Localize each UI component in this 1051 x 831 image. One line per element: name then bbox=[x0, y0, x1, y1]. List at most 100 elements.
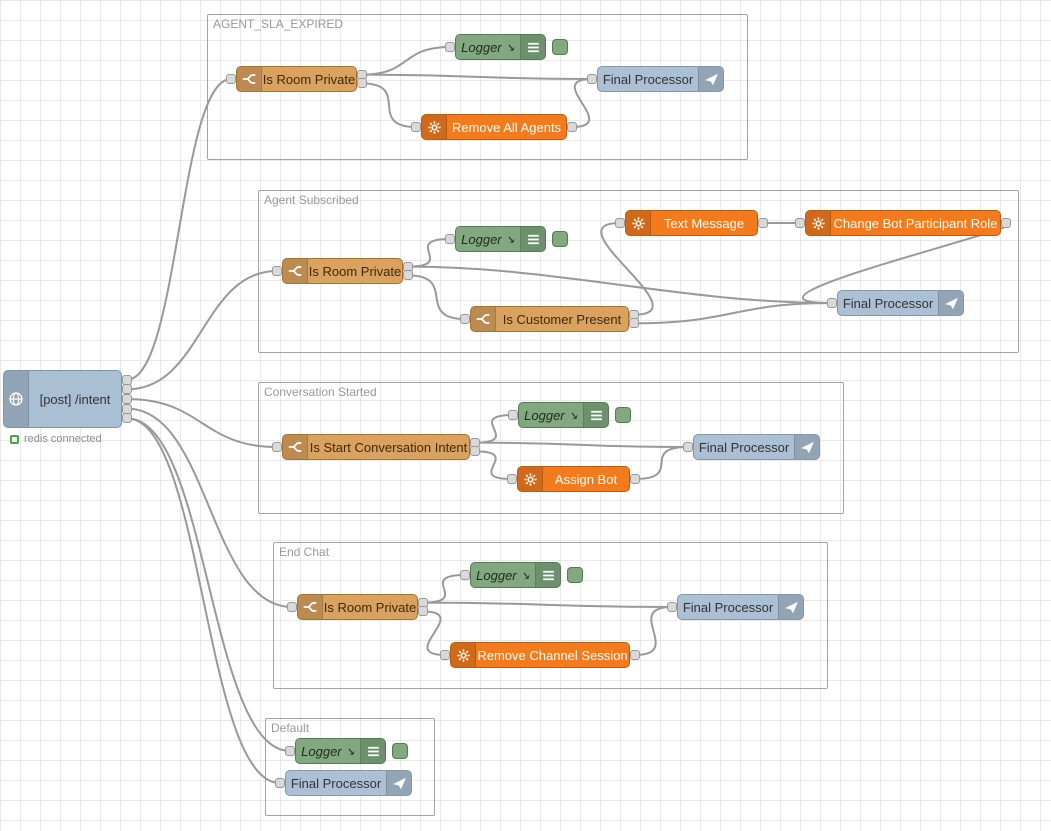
input-port[interactable] bbox=[287, 602, 297, 612]
input-port[interactable] bbox=[615, 218, 625, 228]
wire[interactable] bbox=[361, 73, 593, 80]
group-box-g4[interactable]: End Chat bbox=[273, 542, 828, 689]
wire[interactable] bbox=[600, 222, 654, 316]
debug-toggle-button[interactable] bbox=[615, 407, 631, 423]
output-port[interactable] bbox=[122, 374, 132, 385]
output-port[interactable] bbox=[630, 474, 640, 484]
group-box-g1[interactable]: AGENT_SLA_EXPIRED bbox=[207, 14, 748, 160]
wire[interactable] bbox=[361, 46, 451, 76]
fork-icon bbox=[283, 435, 308, 459]
group-box-g5[interactable]: Default bbox=[265, 718, 435, 816]
flow-node-g2-text[interactable]: Text Message bbox=[625, 210, 758, 236]
flow-node-g1-logger[interactable]: Logger↘ bbox=[455, 34, 546, 60]
input-port[interactable] bbox=[460, 314, 470, 324]
flow-node-g2-cust[interactable]: Is Customer Present bbox=[470, 306, 629, 332]
wire[interactable] bbox=[407, 265, 833, 304]
flow-node-g4-switch[interactable]: Is Room Private bbox=[297, 594, 418, 620]
wire[interactable] bbox=[634, 606, 673, 656]
debug-toggle-button[interactable] bbox=[552, 231, 568, 247]
wire[interactable] bbox=[634, 446, 689, 480]
debug-toggle-button[interactable] bbox=[552, 39, 568, 55]
group-box-g3[interactable]: Conversation Started bbox=[258, 382, 844, 514]
input-port[interactable] bbox=[411, 122, 421, 132]
flow-node-http-in[interactable]: [post] /intent bbox=[3, 370, 122, 428]
wire[interactable] bbox=[126, 78, 232, 381]
flow-node-g1-switch[interactable]: Is Room Private bbox=[236, 66, 357, 92]
flow-node-g3-func[interactable]: Assign Bot bbox=[517, 466, 630, 492]
status-text: redis connected bbox=[24, 433, 102, 445]
input-port[interactable] bbox=[683, 442, 693, 452]
output-port[interactable] bbox=[122, 394, 132, 404]
input-port[interactable] bbox=[445, 42, 455, 52]
input-port[interactable] bbox=[440, 650, 450, 660]
flow-node-g2-switch[interactable]: Is Room Private bbox=[282, 258, 403, 284]
wire[interactable] bbox=[571, 78, 593, 128]
flow-node-g2-final[interactable]: Final Processor bbox=[837, 290, 964, 316]
output-port[interactable] bbox=[403, 270, 413, 281]
wire[interactable] bbox=[126, 407, 293, 608]
wire[interactable] bbox=[422, 610, 446, 656]
wire[interactable] bbox=[361, 82, 417, 128]
output-port[interactable] bbox=[122, 384, 132, 395]
flow-node-g3-final[interactable]: Final Processor bbox=[693, 434, 820, 460]
node-label: Logger bbox=[301, 743, 342, 759]
input-port[interactable] bbox=[508, 410, 518, 420]
flow-node-g2-change[interactable]: Change Bot Participant Role bbox=[805, 210, 1001, 236]
output-port[interactable] bbox=[758, 218, 768, 228]
flow-node-g1-final[interactable]: Final Processor bbox=[597, 66, 724, 92]
flow-node-g4-func[interactable]: Remove Channel Session bbox=[450, 642, 630, 668]
wire[interactable] bbox=[126, 270, 278, 391]
output-port[interactable] bbox=[418, 606, 428, 617]
output-port[interactable] bbox=[1001, 218, 1011, 228]
wire[interactable] bbox=[407, 274, 466, 320]
output-port[interactable] bbox=[567, 122, 577, 132]
input-port[interactable] bbox=[272, 266, 282, 276]
input-port[interactable] bbox=[587, 74, 597, 84]
input-port[interactable] bbox=[226, 74, 236, 84]
input-port[interactable] bbox=[667, 602, 677, 612]
flow-node-g2-logger[interactable]: Logger↘ bbox=[455, 226, 546, 252]
wire[interactable] bbox=[422, 601, 673, 608]
output-port[interactable] bbox=[357, 78, 367, 89]
flow-node-g5-final[interactable]: Final Processor bbox=[285, 770, 412, 796]
input-port[interactable] bbox=[285, 746, 295, 756]
wire[interactable] bbox=[474, 414, 514, 444]
input-port[interactable] bbox=[507, 474, 517, 484]
group-box-g2[interactable]: Agent Subscribed bbox=[258, 190, 1019, 353]
output-port[interactable] bbox=[122, 413, 132, 424]
level-down-icon: ↘ bbox=[520, 569, 530, 582]
input-port[interactable] bbox=[460, 570, 470, 580]
output-port[interactable] bbox=[122, 403, 132, 414]
wire[interactable] bbox=[474, 441, 689, 448]
input-port[interactable] bbox=[445, 234, 455, 244]
node-label: Final Processor bbox=[682, 599, 774, 615]
output-port[interactable] bbox=[630, 650, 640, 660]
input-port[interactable] bbox=[827, 298, 837, 308]
flow-node-g5-logger[interactable]: Logger↘ bbox=[295, 738, 386, 764]
node-label: Logger bbox=[524, 407, 565, 423]
flow-node-g4-final[interactable]: Final Processor bbox=[677, 594, 804, 620]
input-port[interactable] bbox=[275, 778, 285, 788]
wire[interactable] bbox=[126, 398, 278, 448]
wire[interactable] bbox=[126, 417, 281, 784]
input-port[interactable] bbox=[272, 442, 282, 452]
wire[interactable] bbox=[422, 574, 466, 604]
flow-node-g4-logger[interactable]: Logger↘ bbox=[470, 562, 561, 588]
wire[interactable] bbox=[126, 417, 291, 752]
flow-node-g1-func[interactable]: Remove All Agents bbox=[421, 114, 567, 140]
input-port[interactable] bbox=[795, 218, 805, 228]
debug-toggle-button[interactable] bbox=[567, 567, 583, 583]
wire[interactable] bbox=[633, 302, 833, 325]
wire[interactable] bbox=[474, 450, 513, 480]
wire[interactable] bbox=[407, 238, 451, 268]
node-label-wrap: Text Message bbox=[651, 211, 757, 235]
list-icon bbox=[535, 563, 560, 587]
level-down-icon: ↘ bbox=[345, 745, 355, 758]
output-port[interactable] bbox=[629, 318, 639, 329]
flow-node-g3-logger[interactable]: Logger↘ bbox=[518, 402, 609, 428]
debug-toggle-button[interactable] bbox=[392, 743, 408, 759]
flow-node-g3-switch[interactable]: Is Start Conversation Intent bbox=[282, 434, 470, 460]
node-label-wrap: Logger↘ bbox=[471, 563, 535, 587]
output-port[interactable] bbox=[470, 446, 480, 457]
